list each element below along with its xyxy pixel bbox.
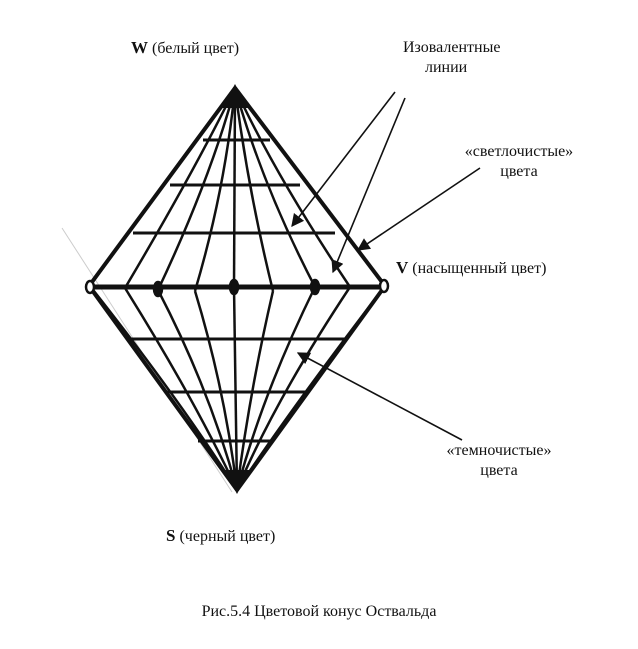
figure-caption: Рис.5.4 Цветовой конус Оствальда (201, 603, 437, 620)
node-right (378, 278, 390, 294)
apex-w (222, 84, 248, 108)
label-isovalent: Изовалентные линии (403, 38, 500, 78)
label-white: W (белый цвет) (131, 38, 239, 59)
apex-s (224, 470, 250, 494)
label-light-line2: цвета (500, 163, 538, 180)
equator-nodes (84, 278, 390, 298)
label-dark-line2: цвета (480, 462, 518, 479)
arrow-dark (296, 352, 463, 441)
lower-meridians (89, 285, 386, 491)
label-light-line1: «светлочистые» (464, 143, 574, 160)
upper-meridians (88, 87, 386, 292)
label-isovalent-line2: линии (425, 59, 468, 76)
arrow-isovalent-1 (291, 91, 396, 228)
label-saturated-letter: V (396, 258, 409, 277)
label-white-text: (белый цвет) (152, 40, 240, 57)
label-dark: «темночистые» цвета (424, 441, 574, 481)
label-isovalent-line1: Изовалентные (403, 39, 501, 56)
label-saturated: V (насыщенный цвет) (396, 258, 546, 279)
label-light: «светлочистые» цвета (444, 142, 594, 182)
node-4 (309, 278, 321, 296)
label-black: S (черный цвет) (166, 526, 275, 547)
label-white-letter: W (131, 38, 148, 57)
label-black-text: (черный цвет) (179, 528, 276, 545)
annotation-arrows (291, 91, 481, 441)
arrow-light (356, 167, 481, 251)
label-dark-line1: «темночистые» (446, 442, 552, 459)
label-saturated-text: (насыщенный цвет) (412, 260, 547, 277)
node-left (84, 279, 96, 295)
arrow-isovalent-2 (331, 97, 406, 274)
node-center (228, 278, 240, 296)
label-black-letter: S (166, 526, 176, 545)
node-2 (152, 280, 164, 298)
cone-outline (87, 86, 387, 492)
